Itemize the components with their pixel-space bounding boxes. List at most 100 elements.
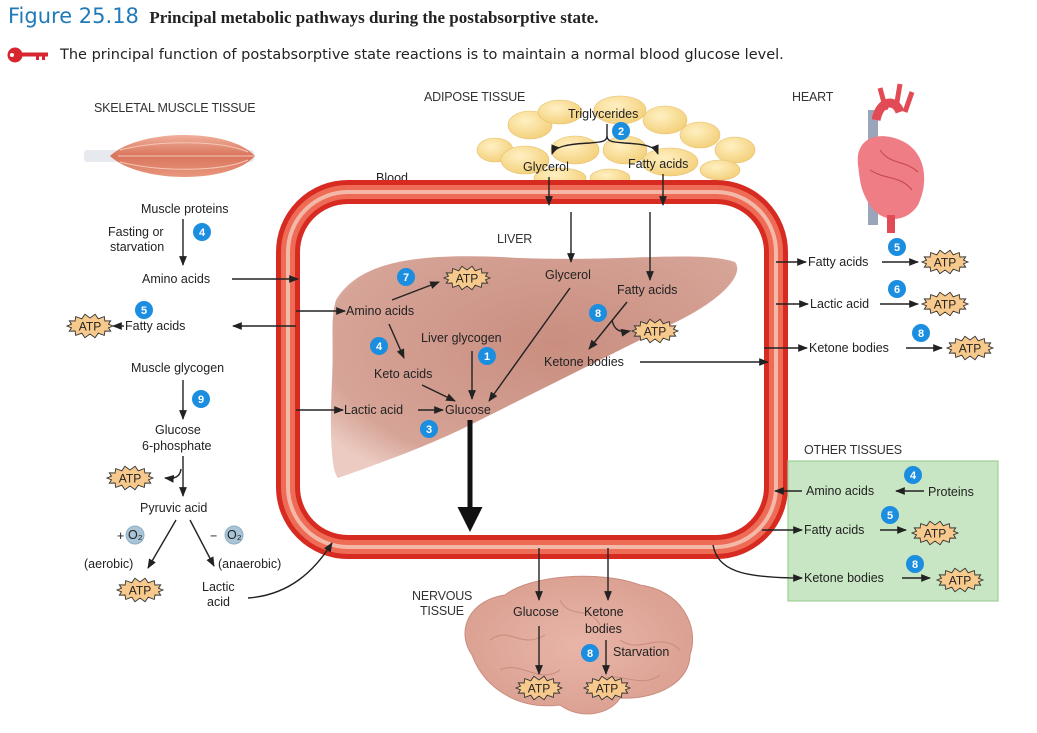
section-skeletal-muscle: SKELETAL MUSCLE TISSUE: [94, 101, 255, 115]
badge-muscle-fasting: 4: [193, 223, 211, 241]
svg-text:8: 8: [595, 308, 601, 320]
badge-adipose: 2: [612, 122, 630, 140]
svg-text:O₂: O₂: [227, 528, 242, 542]
badge-muscle-glycogen: 9: [192, 390, 210, 408]
brain-ketone-label-1: Ketone: [584, 605, 624, 619]
keto-acids-label: Keto acids: [374, 367, 432, 381]
svg-text:ATP: ATP: [119, 472, 141, 486]
svg-text:4: 4: [376, 341, 383, 353]
atp-starburst-icon: [935, 567, 985, 593]
brain-glucose-label: Glucose: [513, 605, 559, 619]
heart-lactic-acid-label: Lactic acid: [810, 297, 869, 311]
svg-text:ATP: ATP: [79, 320, 101, 334]
svg-text:8: 8: [918, 328, 924, 340]
muscle-amino-acids-label: Amino acids: [142, 272, 210, 286]
arrow-pyruvic-aerobic: [147, 519, 177, 569]
atp-starburst-icon: [514, 675, 564, 701]
arrow-lactic-to-blood: [247, 542, 333, 599]
badge-liver-keto: 4: [370, 337, 388, 355]
figure-title: Figure 25.18 Principal metabolic pathway…: [8, 4, 598, 32]
svg-text:ATP: ATP: [934, 256, 956, 270]
other-ketone-bodies-label: Ketone bodies: [804, 571, 884, 585]
brain-ketone-label-2: bodies: [585, 622, 622, 636]
svg-text:ATP: ATP: [934, 298, 956, 312]
muscle-glycogen-label: Muscle glycogen: [131, 361, 224, 375]
fasting-label-1: Fasting or: [108, 225, 164, 239]
adipose-fatty-acids-label: Fatty acids: [628, 157, 688, 171]
g6p-label-2: 6-phosphate: [142, 439, 212, 453]
badge-heart-lactic: 6: [888, 280, 906, 298]
atp-liver-amino: ATP: [442, 265, 492, 291]
starvation-label: Starvation: [613, 645, 669, 659]
svg-text:7: 7: [403, 272, 409, 284]
atp-starburst-icon: [630, 318, 680, 344]
svg-text:ATP: ATP: [924, 527, 946, 541]
minus-sign: −: [210, 529, 217, 543]
svg-text:ATP: ATP: [644, 325, 666, 339]
liver-lactic-acid-label: Lactic acid: [344, 403, 403, 417]
section-nervous-2: TISSUE: [420, 604, 464, 618]
svg-text:3: 3: [426, 424, 432, 436]
badge-muscle-fatty: 5: [135, 301, 153, 319]
blood-vessel-loop: [276, 180, 788, 559]
atp-liver-fatty: ATP: [630, 318, 680, 344]
svg-text:5: 5: [141, 305, 147, 317]
svg-text:2: 2: [618, 126, 624, 138]
key-concept-text: The principal function of postabsorptive…: [60, 47, 784, 63]
brain-illustration: [464, 575, 694, 715]
svg-text:ATP: ATP: [949, 574, 971, 588]
muscle-fatty-acids-label: Fatty acids: [125, 319, 185, 333]
atp-starburst-icon: [115, 577, 165, 603]
svg-text:6: 6: [894, 284, 900, 296]
anaerobic-label: (anaerobic): [218, 557, 281, 571]
arrow-fatty-to-ketone: [588, 301, 628, 350]
arrow-tg-to-glycerol: [551, 124, 608, 155]
atp-heart-ketone: ATP: [945, 335, 995, 361]
other-amino-acids-label: Amino acids: [806, 484, 874, 498]
arrow-amino-to-keto: [388, 323, 405, 359]
atp-other-ketone: ATP: [935, 567, 985, 593]
badge-liver-amino-atp: 7: [397, 268, 415, 286]
lactic-label-2: acid: [207, 595, 230, 609]
figure-caption: Principal metabolic pathways during the …: [149, 8, 599, 27]
svg-text:O₂: O₂: [128, 528, 143, 542]
liver-glycerol-label: Glycerol: [545, 268, 591, 282]
section-nervous-1: NERVOUS: [412, 589, 472, 603]
atp-heart-lactic: ATP: [920, 291, 970, 317]
section-heart: HEART: [792, 90, 834, 104]
other-proteins-label: Proteins: [928, 485, 974, 499]
section-other-tissues: OTHER TISSUES: [804, 443, 902, 457]
heart-illustration: [857, 83, 925, 233]
pyruvic-acid-label: Pyruvic acid: [140, 501, 207, 515]
arrow-pyruvic-anaerobic: [189, 519, 215, 567]
atp-heart-fatty: ATP: [920, 249, 970, 275]
svg-text:ATP: ATP: [596, 682, 618, 696]
arrow-g6p-to-atp: [164, 468, 182, 483]
arrow-glycerol-to-glucose: [488, 287, 571, 402]
plus-sign: +: [117, 529, 124, 543]
liver-amino-acids-label: Amino acids: [346, 304, 414, 318]
section-adipose: ADIPOSE TISSUE: [424, 90, 525, 104]
lactic-label-1: Lactic: [202, 580, 235, 594]
atp-muscle-fatty: ATP: [65, 313, 115, 339]
svg-text:8: 8: [912, 559, 918, 571]
section-liver: LIVER: [497, 232, 532, 246]
svg-text:4: 4: [199, 227, 206, 239]
atp-starburst-icon: [910, 520, 960, 546]
svg-text:5: 5: [887, 510, 893, 522]
g6p-label-1: Glucose: [155, 423, 201, 437]
atp-starburst-icon: [582, 675, 632, 701]
aerobic-label: (aerobic): [84, 557, 133, 571]
other-fatty-acids-label: Fatty acids: [804, 523, 864, 537]
liver-glycogen-label: Liver glycogen: [421, 331, 502, 345]
badge-heart-fatty: 5: [888, 238, 906, 256]
badge-liver-ketone: 8: [589, 304, 607, 322]
svg-text:8: 8: [587, 648, 593, 660]
adipose-glycerol-label: Glycerol: [523, 160, 569, 174]
badge-liver-glycogen: 1: [478, 347, 496, 365]
badge-heart-ketone: 8: [912, 324, 930, 342]
muscle-illustration: [84, 135, 255, 177]
svg-text:1: 1: [484, 351, 490, 363]
